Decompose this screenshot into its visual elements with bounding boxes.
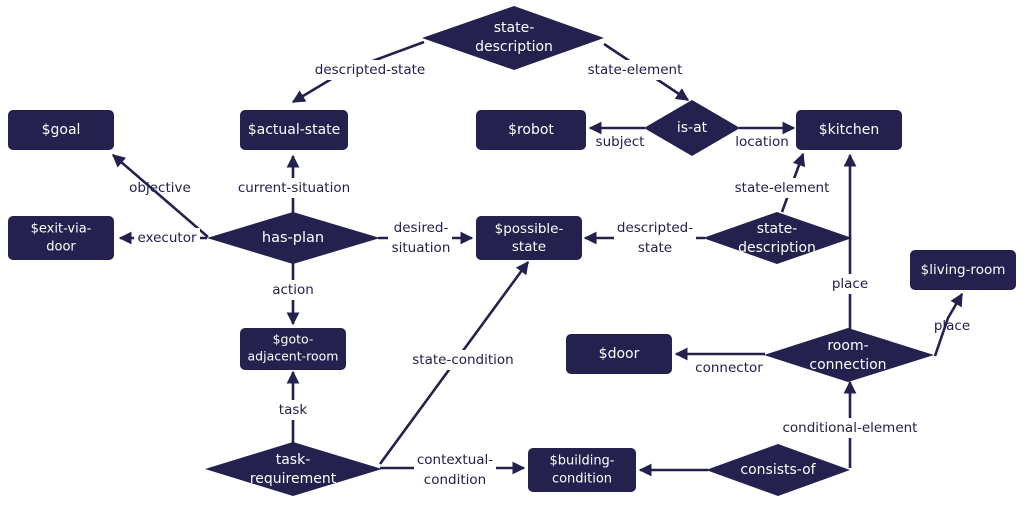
- svg-text:is-at: is-at: [677, 120, 708, 136]
- label-place-living: place: [934, 318, 970, 334]
- svg-text:$goto-: $goto-: [273, 332, 314, 347]
- svg-text:state-: state-: [757, 221, 798, 237]
- label-objective: objective: [129, 180, 191, 196]
- node-robot: $robot: [476, 110, 586, 150]
- svg-text:consists-of: consists-of: [740, 462, 816, 478]
- node-building-condition: $building- condition: [528, 448, 636, 492]
- label-contextual-condition-2: condition: [424, 472, 486, 488]
- node-goal: $goal: [8, 110, 114, 150]
- svg-text:$exit-via-: $exit-via-: [31, 222, 92, 237]
- label-descripted-state-top: descripted-state: [315, 62, 425, 78]
- label-state-element-right: state-element: [735, 180, 830, 196]
- svg-text:$robot: $robot: [508, 122, 554, 138]
- label-connector: connector: [695, 360, 763, 376]
- relation-room-connection: room- connection: [764, 328, 934, 382]
- label-executor: executor: [137, 230, 196, 246]
- node-living-room: $living-room: [910, 250, 1016, 290]
- svg-text:adjacent-room: adjacent-room: [248, 349, 339, 364]
- relation-state-description-top: state- description: [422, 6, 604, 70]
- label-action: action: [272, 282, 314, 298]
- svg-text:$living-room: $living-room: [921, 262, 1006, 278]
- svg-text:requirement: requirement: [250, 471, 337, 487]
- label-desired-situation-1: desired-: [394, 220, 449, 236]
- relation-is-at: is-at: [644, 100, 740, 156]
- label-subject: subject: [596, 134, 645, 150]
- nodes: $goal $exit-via- door $actual-state $got…: [8, 110, 1016, 492]
- edge-labels: descripted-state state-element objective…: [129, 60, 970, 490]
- svg-text:description: description: [475, 39, 553, 55]
- label-task: task: [279, 402, 308, 418]
- svg-text:$door: $door: [599, 346, 640, 362]
- edge-objective: [112, 154, 209, 238]
- node-goto-adjacent-room: $goto- adjacent-room: [240, 328, 346, 370]
- svg-text:$goal: $goal: [42, 122, 81, 138]
- relation-consists-of: consists-of: [706, 444, 850, 496]
- relations: state- description has-plan is-at state-…: [205, 6, 934, 496]
- node-exit-via-door: $exit-via- door: [8, 216, 114, 260]
- label-place-up: place: [832, 276, 868, 292]
- node-kitchen: $kitchen: [796, 110, 902, 150]
- svg-text:door: door: [46, 240, 76, 255]
- label-current-situation: current-situation: [238, 180, 350, 196]
- svg-text:task-: task-: [276, 452, 311, 468]
- label-state-element-top: state-element: [588, 62, 683, 78]
- edge-place-living: [933, 292, 964, 357]
- svg-text:$possible-: $possible-: [495, 221, 564, 237]
- label-location: location: [735, 134, 789, 150]
- svg-text:description: description: [738, 240, 816, 256]
- node-possible-state: $possible- state: [476, 216, 582, 260]
- svg-text:$kitchen: $kitchen: [819, 122, 879, 138]
- svg-text:connection: connection: [809, 357, 886, 373]
- label-descripted-state-right-1: descripted-: [617, 220, 693, 236]
- label-descripted-state-right-2: state: [638, 240, 672, 256]
- relation-has-plan: has-plan: [207, 212, 380, 264]
- svg-text:has-plan: has-plan: [262, 230, 324, 246]
- node-actual-state: $actual-state: [240, 110, 348, 150]
- label-contextual-condition-1: contextual-: [417, 452, 493, 468]
- label-state-condition: state-condition: [412, 352, 514, 368]
- svg-text:room-: room-: [827, 338, 868, 354]
- relation-task-requirement: task- requirement: [205, 442, 382, 496]
- node-door: $door: [566, 334, 672, 374]
- label-conditional-element: conditional-element: [783, 420, 918, 436]
- relation-state-description-right: state- description: [703, 212, 852, 264]
- svg-text:$actual-state: $actual-state: [248, 122, 341, 138]
- svg-text:$building-: $building-: [549, 454, 614, 469]
- svg-text:state-: state-: [494, 20, 535, 36]
- svg-text:state: state: [512, 239, 546, 255]
- label-desired-situation-2: situation: [392, 240, 451, 256]
- svg-text:condition: condition: [552, 472, 612, 487]
